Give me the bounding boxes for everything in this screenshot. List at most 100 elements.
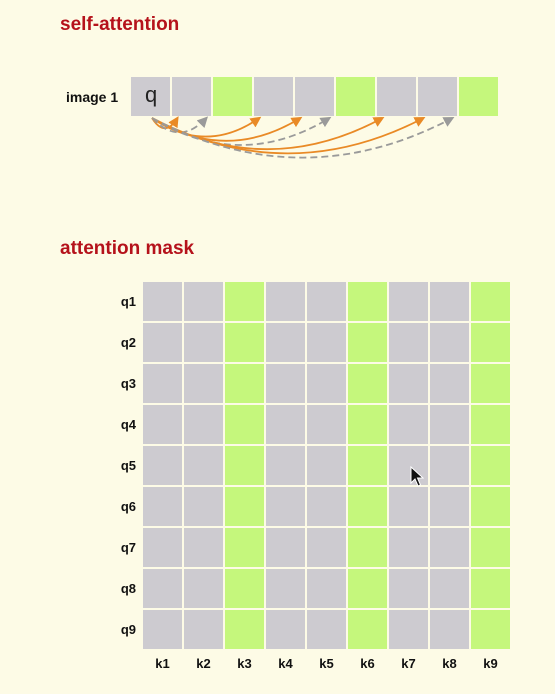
mask-cell: [266, 610, 305, 649]
mask-cell: [430, 323, 469, 362]
mask-cell: [430, 569, 469, 608]
mask-cell: [184, 446, 223, 485]
mask-cell: [348, 610, 387, 649]
mask-cell: [143, 364, 182, 403]
token-cell-1: q: [131, 77, 170, 116]
attention-arrow-3: [151, 116, 208, 134]
mask-cell: [143, 446, 182, 485]
row-label-q7: q7: [120, 540, 136, 555]
token-cell-8: [418, 77, 457, 116]
mask-cell: [430, 405, 469, 444]
attention-arrow-8: [151, 117, 426, 155]
mask-cell: [307, 405, 346, 444]
mask-cell: [143, 323, 182, 362]
mouse-pointer-icon: [410, 466, 424, 487]
row-label-q5: q5: [120, 458, 136, 473]
mask-cell: [430, 487, 469, 526]
col-label-k7: k7: [401, 656, 416, 671]
mask-cell: [307, 446, 346, 485]
token-cell-7: [377, 77, 416, 116]
attention-mask-grid: [143, 282, 510, 649]
mask-cell: [471, 405, 510, 444]
mask-cell: [143, 528, 182, 567]
col-label-k5: k5: [319, 656, 334, 671]
mask-cell: [389, 487, 428, 526]
attention-arrow-5: [151, 116, 303, 142]
mask-cell: [266, 323, 305, 362]
token-cell-3: [213, 77, 252, 116]
attention-arrow-7: [151, 116, 385, 151]
mask-cell: [389, 323, 428, 362]
mask-cell: [348, 282, 387, 321]
mask-cell: [225, 364, 264, 403]
mask-cell: [471, 364, 510, 403]
row-label-q2: q2: [120, 335, 136, 350]
mask-cell: [389, 364, 428, 403]
row-label-q9: q9: [120, 622, 136, 637]
mask-cell: [184, 487, 223, 526]
mask-cell: [348, 569, 387, 608]
mask-cell: [430, 364, 469, 403]
attention-mask-title: attention mask: [60, 238, 195, 259]
mask-cell: [348, 487, 387, 526]
mask-cell: [389, 610, 428, 649]
row-label-q6: q6: [120, 499, 136, 514]
mask-cell: [348, 405, 387, 444]
mask-cell: [225, 323, 264, 362]
mask-cell: [430, 610, 469, 649]
token-cell-4: [254, 77, 293, 116]
mask-cell: [389, 569, 428, 608]
image-1-label: image 1: [66, 89, 119, 105]
mask-cell: [307, 610, 346, 649]
mask-cell: [389, 528, 428, 567]
token-cell-6: [336, 77, 375, 116]
mask-cell: [225, 446, 264, 485]
mask-cell: [184, 405, 223, 444]
mask-cell: [143, 487, 182, 526]
mask-cell: [348, 323, 387, 362]
attention-arrow-2: [151, 116, 179, 130]
mask-cell: [471, 610, 510, 649]
mask-cell: [225, 528, 264, 567]
mask-cell: [348, 446, 387, 485]
mask-cell: [184, 323, 223, 362]
mask-cell: [266, 364, 305, 403]
mask-cell: [225, 569, 264, 608]
mask-cell: [225, 610, 264, 649]
token-cell-5: [295, 77, 334, 116]
mask-cell: [266, 569, 305, 608]
mask-cell: [266, 528, 305, 567]
mask-cell: [430, 446, 469, 485]
mask-cell: [348, 364, 387, 403]
col-label-k9: k9: [483, 656, 498, 671]
mask-cell: [389, 405, 428, 444]
mask-cell: [430, 528, 469, 567]
mask-cell: [143, 610, 182, 649]
mask-cell: [471, 569, 510, 608]
mask-cell: [143, 282, 182, 321]
mask-cell: [471, 528, 510, 567]
mask-cell: [184, 610, 223, 649]
row-label-q8: q8: [120, 581, 136, 596]
mask-cell: [225, 282, 264, 321]
attention-arrow-9: [151, 116, 455, 159]
mask-cell: [184, 569, 223, 608]
mask-cell: [307, 364, 346, 403]
self-attention-title: self-attention: [60, 14, 180, 35]
mask-cell: [307, 323, 346, 362]
row-label-q3: q3: [120, 376, 136, 391]
mask-cell: [266, 282, 305, 321]
col-label-k3: k3: [237, 656, 252, 671]
attention-arrow-4: [151, 116, 262, 138]
mask-cell: [184, 364, 223, 403]
mask-cell: [225, 405, 264, 444]
mask-cell: [266, 405, 305, 444]
mask-cell: [143, 405, 182, 444]
col-label-k8: k8: [442, 656, 457, 671]
token-sequence: q: [131, 77, 498, 116]
mask-cell: [266, 446, 305, 485]
attention-arrow-6: [151, 116, 332, 146]
mask-cell: [184, 528, 223, 567]
mask-cell: [389, 282, 428, 321]
mask-cell: [266, 487, 305, 526]
